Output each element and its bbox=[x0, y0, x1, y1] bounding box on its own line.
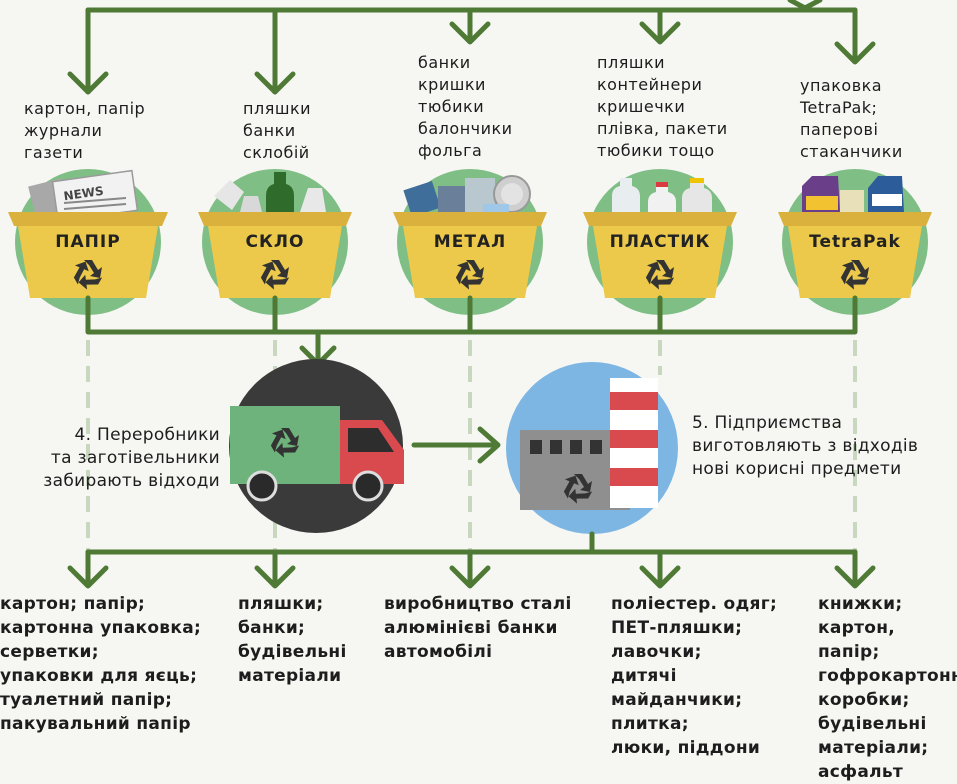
bin-items-paper: картон, папір журнали газети bbox=[24, 99, 146, 162]
truck-icon bbox=[229, 359, 404, 533]
svg-text:NEWS: NEWS bbox=[63, 184, 105, 203]
tetrapak-carton-icon bbox=[802, 176, 904, 212]
top-distribution-lines bbox=[67, 0, 876, 95]
bin-outputs-glass: пляшки; банки; будівельні матеріали bbox=[238, 594, 347, 686]
bin-outputs-plastic: поліестер. одяг; ПЕТ-пляшки; лавочки; ди… bbox=[611, 594, 778, 758]
bin-label-tetrapak: TetraPak bbox=[809, 232, 901, 252]
collection-lines bbox=[85, 295, 858, 367]
bin-items-glass: пляшки банки склобій bbox=[243, 99, 312, 162]
bin-label-plastic: ПЛАСТИК bbox=[609, 232, 711, 252]
newspaper-icon: NEWS bbox=[28, 169, 139, 223]
bin-label-glass: СКЛО bbox=[245, 232, 305, 252]
step-collectors-label: 4. Переробники та заготівельники забираю… bbox=[43, 425, 220, 491]
glass-bottle-icon bbox=[214, 172, 326, 212]
metal-can-icon bbox=[403, 175, 531, 217]
bin-label-metal: МЕТАЛ bbox=[433, 232, 507, 252]
bin-outputs-tetrapak: книжки; картон, папір; гофрокартонні кор… bbox=[818, 594, 957, 782]
bin-items-tetrapak: упаковка TetraPak; паперові стаканчики bbox=[800, 76, 903, 161]
bin-items-plastic: пляшки контейнери кришечки плівка, пакет… bbox=[597, 53, 728, 160]
plastic-bottle-icon bbox=[612, 178, 712, 212]
bin-tetrapak bbox=[778, 169, 932, 315]
bottom-distribution-lines bbox=[67, 531, 876, 589]
arrow-truck-to-factory bbox=[411, 426, 501, 464]
factory-icon bbox=[506, 362, 678, 534]
step-factory-label: 5. Підприємства виготовляють з відходів … bbox=[692, 413, 919, 479]
bin-glass bbox=[198, 169, 352, 315]
bin-label-paper: ПАПІР bbox=[55, 232, 121, 252]
bin-paper: NEWS bbox=[8, 169, 168, 315]
bin-outputs-metal: виробництво сталі алюмінієві банки автом… bbox=[384, 594, 572, 662]
bin-outputs-paper: картон; папір; картонна упаковка; сервет… bbox=[0, 594, 202, 734]
bin-items-metal: банки кришки тюбики балончики фольга bbox=[418, 53, 513, 160]
bins: NEWS bbox=[8, 169, 932, 315]
diagram-canvas: NEWS bbox=[8, 0, 932, 589]
